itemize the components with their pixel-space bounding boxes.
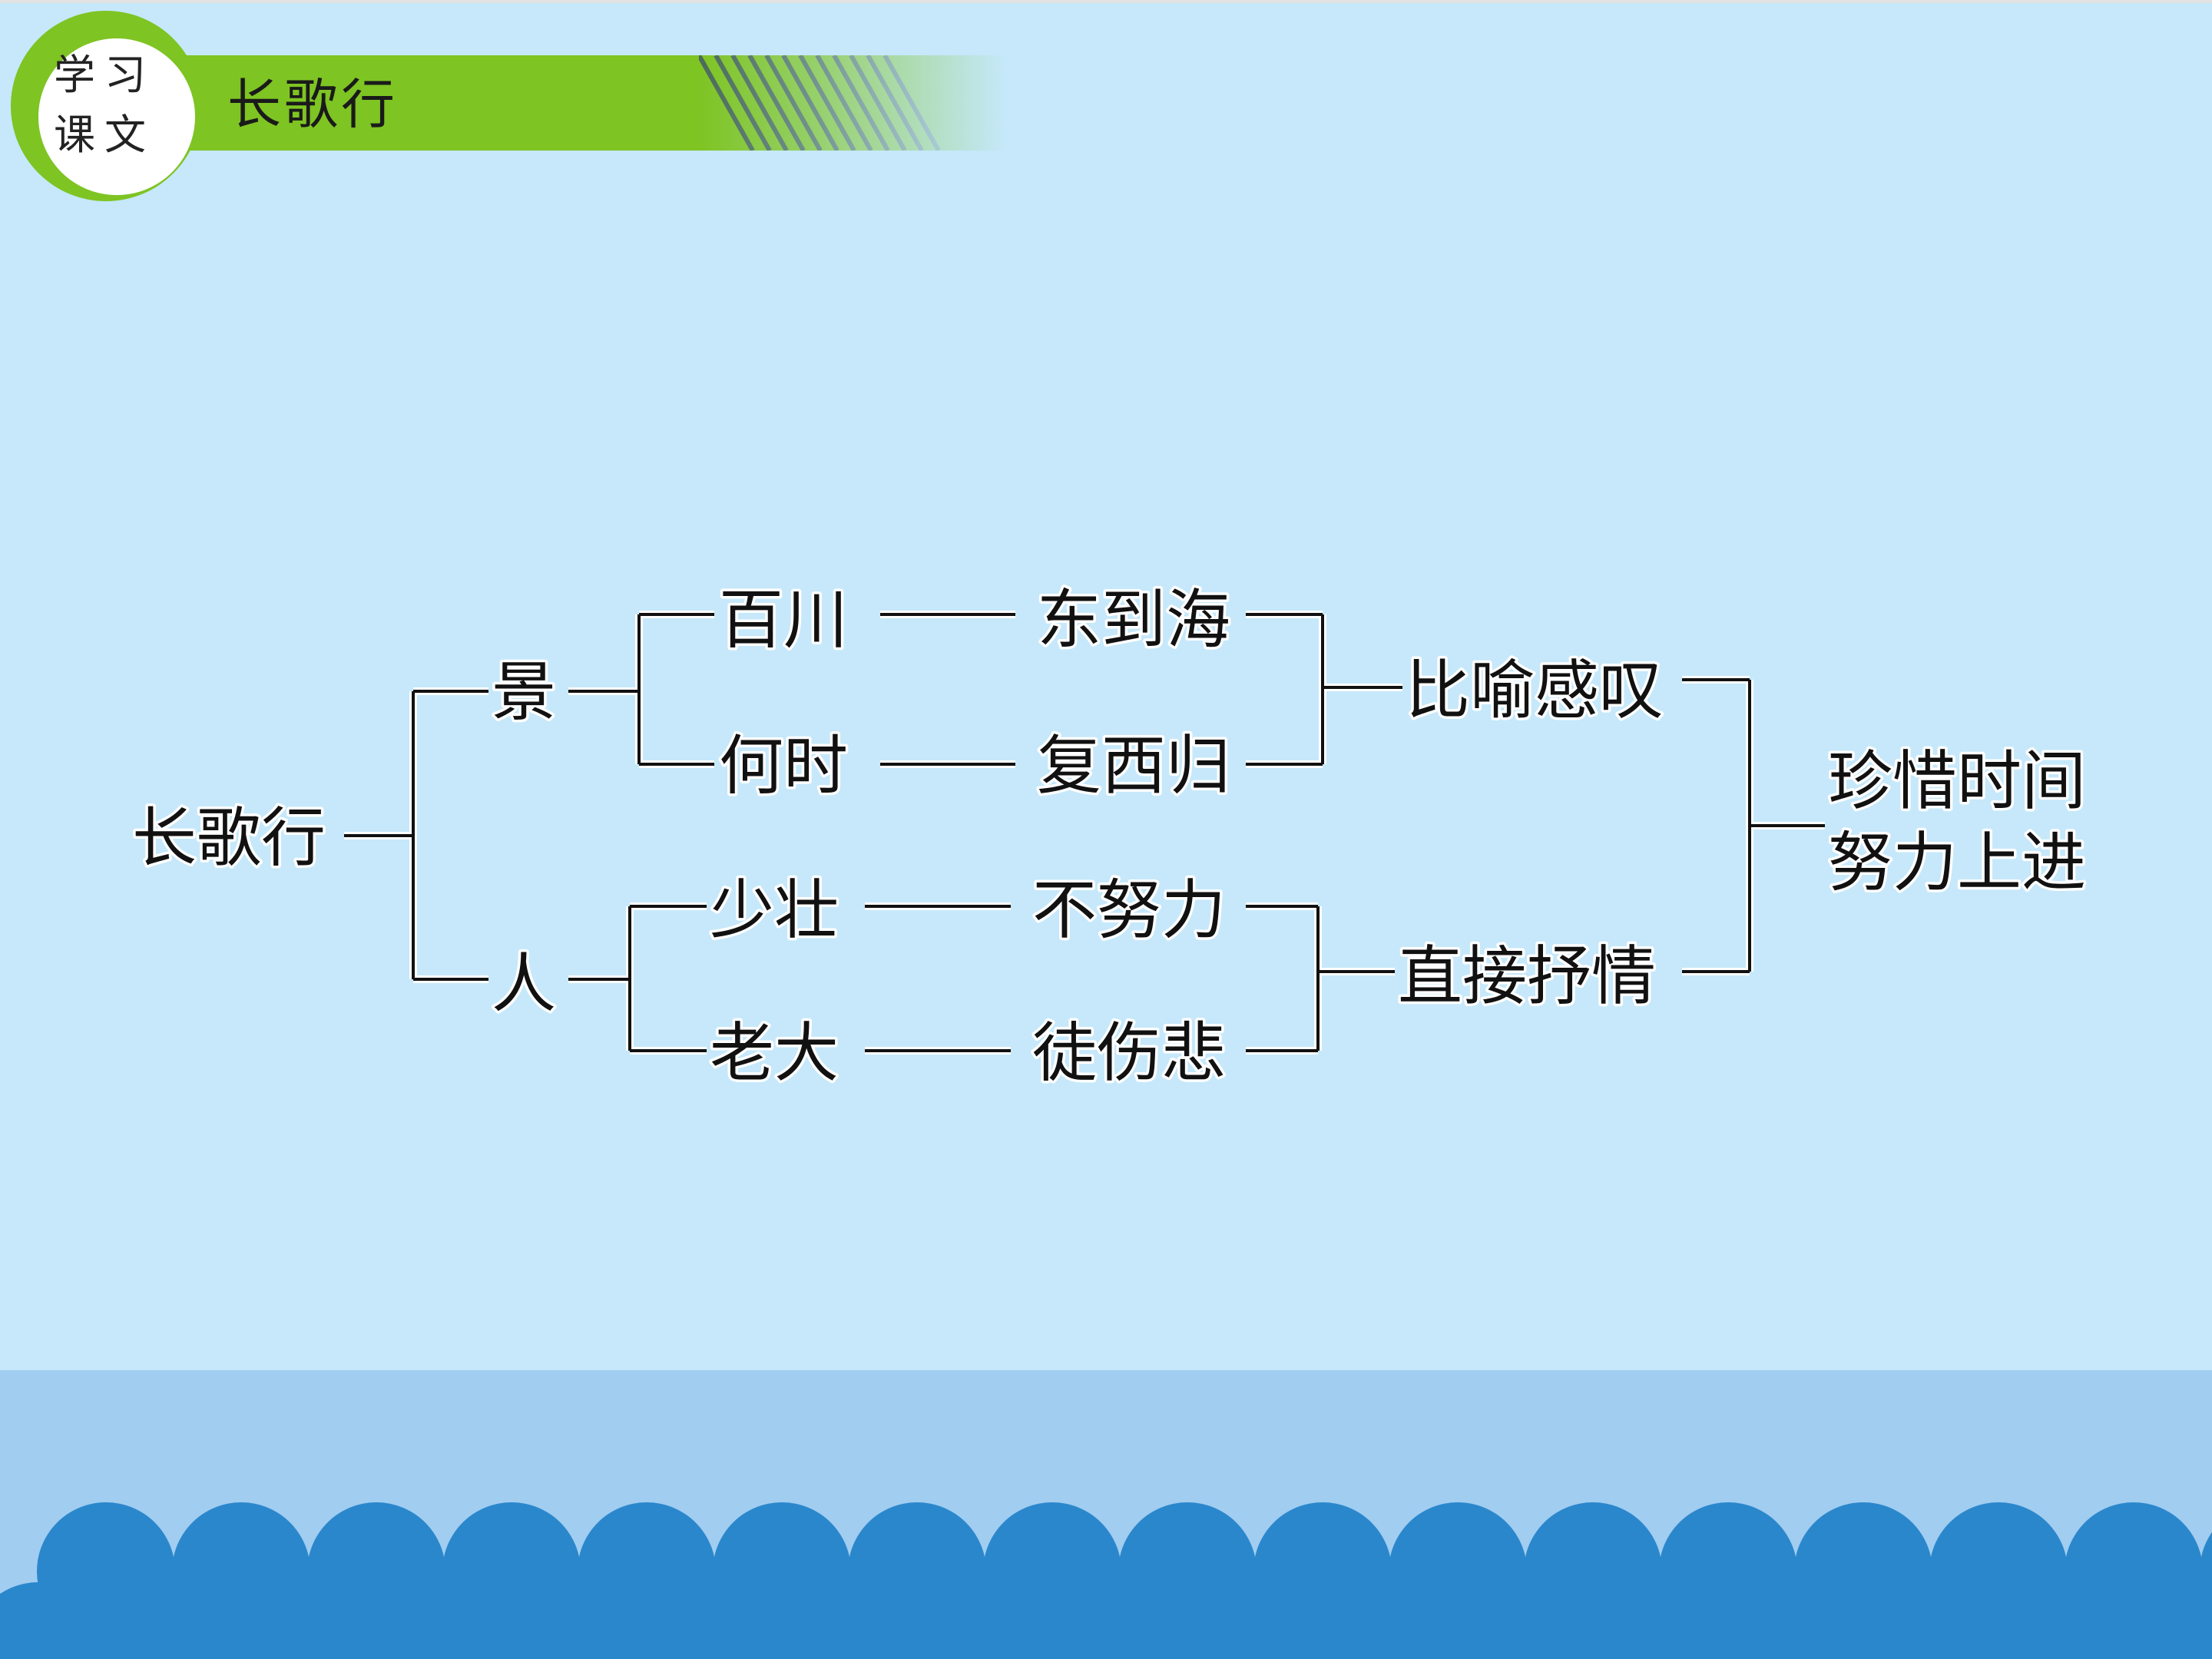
wave-scallop	[1727, 1582, 1865, 1659]
wave-scallop	[1186, 1582, 1324, 1659]
wave-scallop	[645, 1582, 783, 1659]
person-item2-right: 徒伤悲	[1032, 1015, 1226, 1091]
header-stripes	[699, 55, 1006, 151]
scene-item1-left: 百川	[719, 582, 848, 657]
person-summary: 直接抒情	[1398, 939, 1656, 1014]
wave-scallop	[0, 1582, 108, 1659]
header-title: 长歌行	[227, 73, 398, 136]
wave-scallop	[1456, 1582, 1594, 1659]
badge-inner-circle	[38, 38, 195, 195]
badge-text-line1: 学习	[54, 51, 155, 99]
conclusion-line1: 珍惜时间	[1828, 743, 2086, 819]
wave-scallop	[510, 1582, 648, 1659]
wave-scallop	[240, 1582, 378, 1659]
wave-scallop	[2132, 1582, 2212, 1659]
wave-scallop	[1862, 1582, 2000, 1659]
wave-scallop	[1321, 1582, 1459, 1659]
wave-scallop	[1051, 1582, 1189, 1659]
wave-scallop	[375, 1582, 513, 1659]
wave-scallop	[104, 1582, 243, 1659]
connector-lines	[344, 611, 1825, 1055]
lesson-badge	[11, 11, 201, 201]
wave-scallop	[916, 1582, 1054, 1659]
person-item2-left: 老大	[710, 1015, 839, 1091]
branch-scene: 景	[492, 654, 556, 730]
scene-item2-right: 复西归	[1037, 728, 1230, 803]
stripe-pattern	[699, 55, 1006, 151]
person-item1-left: 少壮	[710, 873, 839, 948]
scene-item1-right: 东到海	[1037, 582, 1230, 657]
person-item1-right: 不努力	[1032, 873, 1226, 948]
wave-scallop	[1997, 1582, 2135, 1659]
top-border	[0, 0, 2212, 3]
scene-summary: 比喻感叹	[1406, 653, 1664, 728]
conclusion-line2: 努力上进	[1828, 825, 2086, 900]
wave-row-front	[0, 1582, 2212, 1659]
badge-text-line2: 课文	[54, 111, 155, 159]
wave-scallop	[780, 1582, 919, 1659]
scene-item2-left: 何时	[719, 728, 848, 803]
branch-person: 人	[492, 946, 556, 1022]
root-node: 长歌行	[132, 800, 326, 876]
wave-scallop	[1591, 1582, 1730, 1659]
